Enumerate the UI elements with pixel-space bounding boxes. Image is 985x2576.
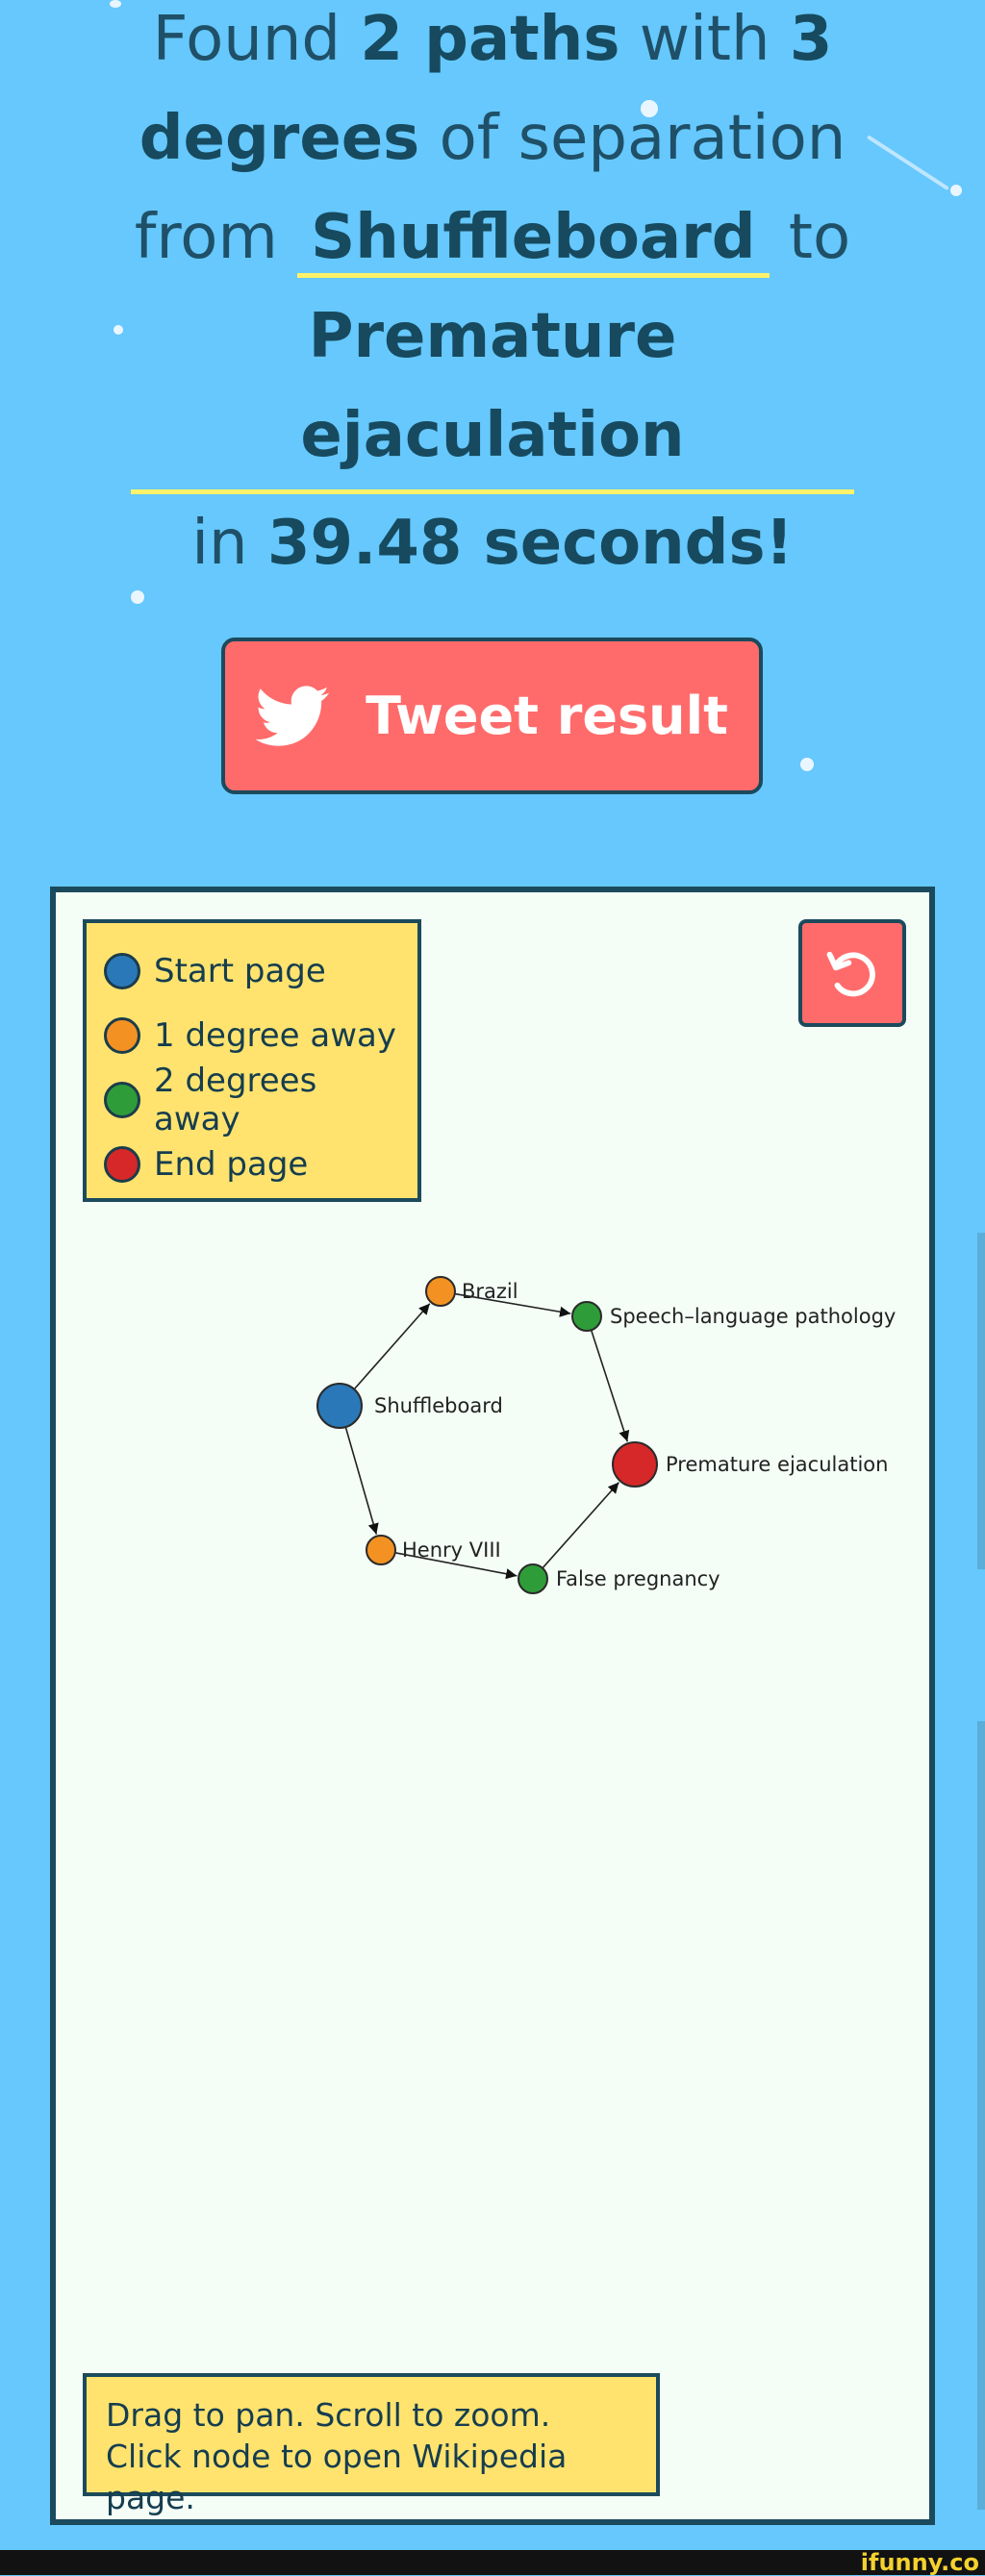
watermark-footer: ifunny.co — [0, 2550, 985, 2575]
start-page-link[interactable]: Shuffleboard — [297, 202, 770, 278]
legend-label: End page — [154, 1144, 309, 1184]
edge-speech-premature — [590, 1330, 630, 1442]
legend-item-start-page: Start page — [104, 938, 400, 1003]
node-label: False pregnancy — [556, 1567, 720, 1590]
graph-node-premature[interactable]: Premature ejaculation — [612, 1441, 888, 1488]
edge-falsepreg-premature — [542, 1482, 619, 1569]
legend-item-2-degrees: 2 degrees away — [104, 1062, 400, 1138]
background-star — [114, 325, 123, 335]
help-text-pan-zoom: Drag to pan. Scroll to zoom. — [106, 2396, 551, 2434]
node-circle[interactable] — [518, 1563, 548, 1594]
end-page-link[interactable]: ejaculation — [131, 387, 854, 494]
headline-text: Found — [152, 4, 341, 75]
ifunny-logo: ifunny.co — [860, 2549, 979, 2576]
legend-label: 2 degrees away — [154, 1061, 317, 1138]
background-star — [131, 590, 144, 604]
result-headline: Found 2 paths with 3 degrees of separati… — [0, 0, 985, 593]
node-label: Brazil — [462, 1280, 518, 1303]
node-label: Shuffleboard — [374, 1394, 503, 1417]
path-count: 2 paths — [360, 4, 620, 75]
one-degree-swatch — [104, 1016, 140, 1054]
two-degrees-swatch — [104, 1081, 140, 1118]
background-star — [950, 185, 962, 196]
edge-brazil-speech — [454, 1292, 571, 1317]
legend-label: 1 degree away — [154, 1015, 396, 1055]
elapsed-time: 39.48 seconds! — [266, 508, 794, 579]
headline-text: with — [639, 4, 770, 75]
node-circle[interactable] — [366, 1535, 396, 1565]
tweet-result-button[interactable]: Tweet result — [221, 638, 763, 794]
headline-text: from — [134, 202, 278, 273]
edge-shuffleboard-henry — [344, 1426, 379, 1535]
end-page-swatch — [104, 1145, 140, 1183]
background-star — [800, 758, 814, 771]
degrees-word: degrees — [139, 103, 420, 174]
end-page-link[interactable]: Premature — [308, 301, 677, 372]
start-page-swatch — [104, 952, 140, 989]
reset-icon — [826, 951, 875, 997]
node-circle[interactable] — [571, 1301, 602, 1332]
headline-text: to — [788, 202, 851, 273]
edge-shuffleboard-brazil — [353, 1303, 431, 1390]
help-text-open-page: Click node to open Wikipedia page. — [106, 2438, 568, 2516]
graph-node-henry[interactable]: Henry VIII — [366, 1535, 501, 1565]
twitter-bird-icon — [256, 685, 330, 746]
degree-count: 3 — [789, 4, 833, 75]
headline-text: in — [191, 508, 248, 579]
node-label: Henry VIII — [402, 1538, 501, 1562]
node-circle[interactable] — [425, 1276, 456, 1307]
tweet-button-label: Tweet result — [366, 686, 728, 746]
legend: Start page 1 degree away 2 degrees away … — [83, 919, 421, 1202]
node-label: Premature ejaculation — [666, 1453, 888, 1476]
scrollbar-track[interactable] — [977, 1721, 985, 2510]
graph-node-brazil[interactable]: Brazil — [425, 1276, 518, 1307]
graph-node-falsepreg[interactable]: False pregnancy — [518, 1563, 720, 1594]
background-star — [110, 0, 121, 8]
node-circle[interactable] — [316, 1383, 363, 1429]
graph-node-shuffleboard[interactable]: Shuffleboard — [316, 1383, 503, 1429]
legend-label: Start page — [154, 951, 326, 990]
headline-text: of separation — [439, 103, 846, 174]
scrollbar-track[interactable] — [977, 1233, 985, 1569]
node-label: Speech–language pathology — [610, 1305, 896, 1328]
graph-node-speech[interactable]: Speech–language pathology — [571, 1301, 896, 1332]
node-circle[interactable] — [612, 1441, 658, 1488]
reset-graph-button[interactable] — [798, 919, 906, 1027]
legend-item-end-page: End page — [104, 1132, 400, 1196]
legend-item-1-degree: 1 degree away — [104, 1003, 400, 1067]
edge-henry-falsepreg — [394, 1552, 518, 1580]
graph-help-box: Drag to pan. Scroll to zoom. Click node … — [83, 2373, 660, 2516]
background-star — [641, 100, 658, 117]
